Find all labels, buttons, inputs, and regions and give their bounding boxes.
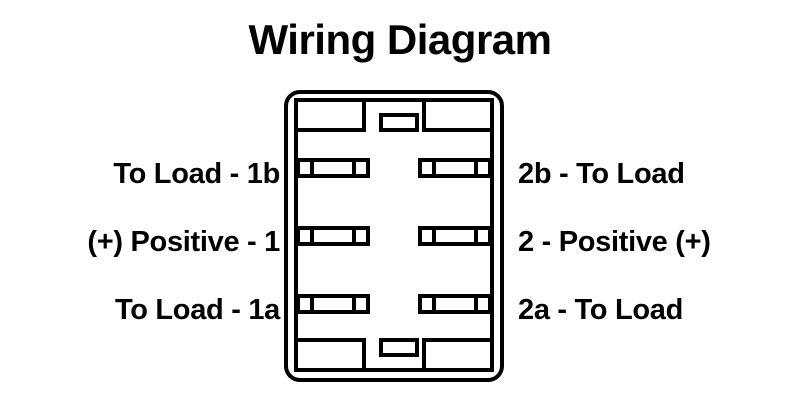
terminal-pin-1a: [296, 294, 370, 314]
label-left-1b: To Load - 1b: [113, 158, 280, 190]
terminal-pin-2: [418, 226, 492, 246]
top-left-tab: [294, 98, 366, 132]
label-left-1: (+) Positive - 1: [87, 226, 280, 258]
top-right-tab: [422, 98, 494, 132]
terminal-pin-1: [296, 226, 370, 246]
terminal-pin-1b: [296, 158, 370, 178]
terminal-pin-2a: [418, 294, 492, 314]
right-terminal-labels: 2b - To Load 2 - Positive (+) 2a - To Lo…: [518, 140, 793, 344]
switch-body-illustration: [284, 90, 504, 382]
label-right-2a: 2a - To Load: [518, 294, 684, 326]
bottom-right-tab: [422, 338, 494, 372]
left-terminal-labels: To Load - 1b (+) Positive - 1 To Load - …: [5, 140, 280, 344]
label-left-1a: To Load - 1a: [114, 294, 280, 326]
bottom-left-tab: [294, 338, 366, 372]
label-right-2b: 2b - To Load: [518, 158, 685, 190]
top-center-tab: [379, 113, 419, 132]
page-title: Wiring Diagram: [248, 16, 553, 63]
terminal-pin-2b: [418, 158, 492, 178]
bottom-center-tab: [379, 338, 419, 357]
label-right-2: 2 - Positive (+): [518, 226, 711, 258]
